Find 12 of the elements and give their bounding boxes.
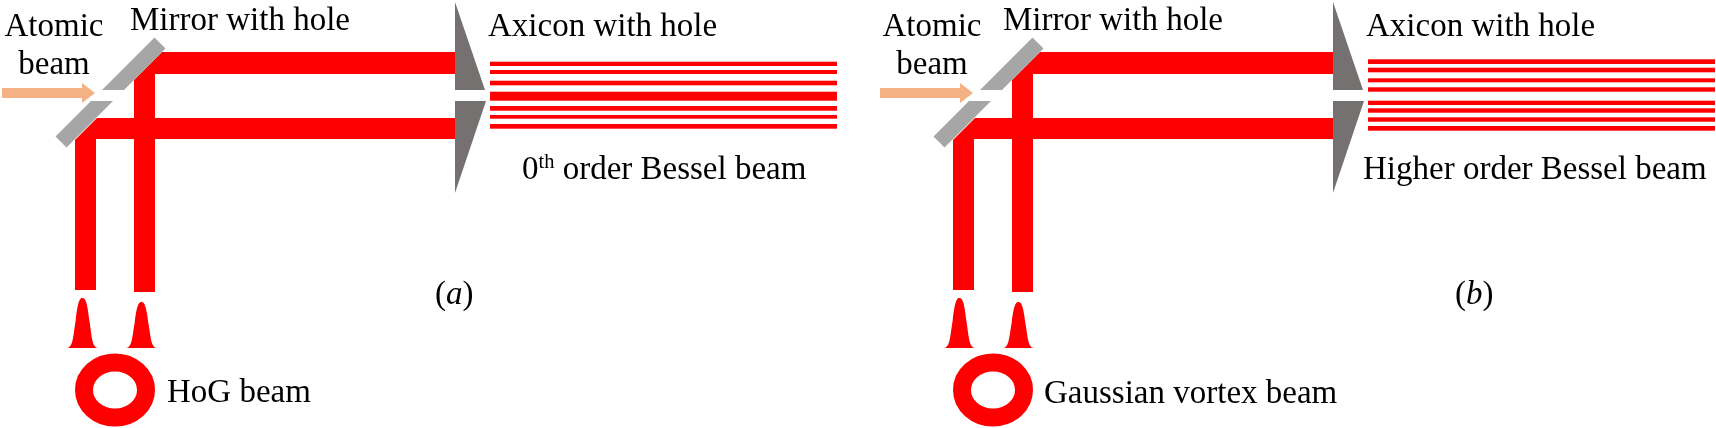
component-label: Mirror with hole <box>1003 3 1223 37</box>
beam-label: Higher order Bessel beam <box>1363 152 1707 186</box>
panel-label: (b) <box>1455 277 1494 311</box>
beam-label: Atomic beam <box>881 5 983 82</box>
beam-label: 0$^{th}$ order Bessel beam <box>522 152 807 186</box>
component-label: Mirror with hole <box>130 3 350 37</box>
beam-label: Gaussian vortex beam <box>1044 376 1338 410</box>
panel-label: (a) <box>435 277 474 311</box>
component-label: Axicon with hole <box>1366 9 1596 43</box>
beam-label: Atomic beam <box>3 5 105 82</box>
component-label: Axicon with hole <box>488 9 718 43</box>
beam-label: HoG beam <box>167 375 311 409</box>
